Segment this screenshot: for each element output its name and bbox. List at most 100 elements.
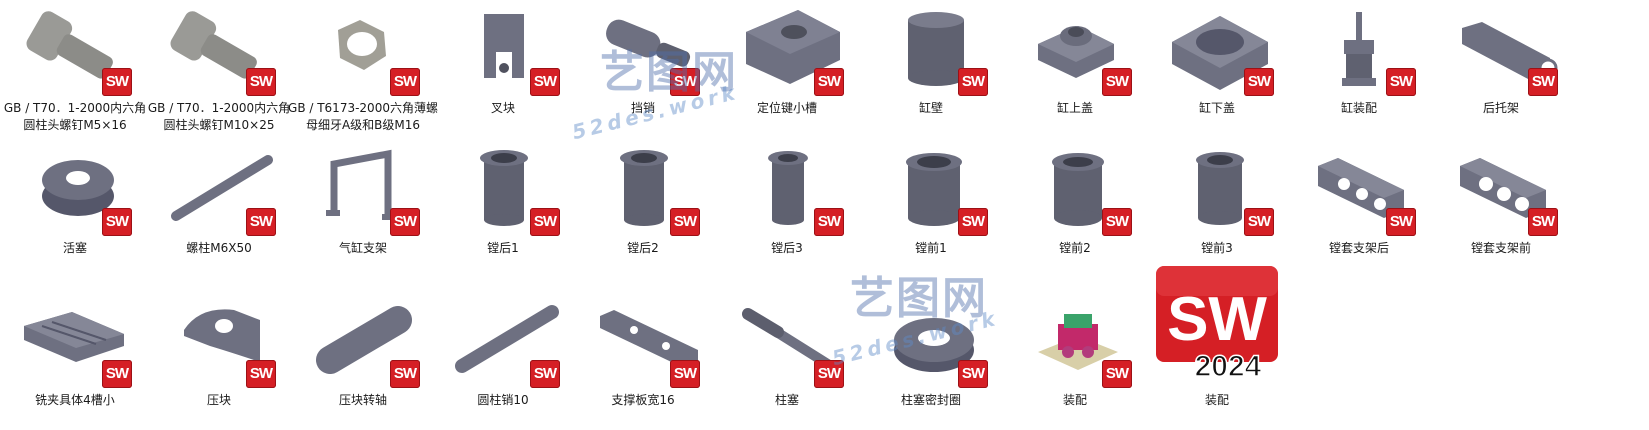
solidworks-badge-icon: SW (246, 68, 276, 96)
solidworks-badge-icon: SW (102, 360, 132, 388)
solidworks-badge-icon: SW (1386, 68, 1416, 96)
solidworks-badge-icon: SW (102, 208, 132, 236)
file-label: 镗后1 (487, 241, 519, 255)
file-item[interactable]: SW 柱塞密封圈 (856, 292, 1006, 422)
solidworks-badge-icon: SW (670, 68, 700, 96)
file-label: GB / T70．1-2000内六角圆柱头螺钉M10×25 (147, 101, 291, 132)
bushing-icon (718, 144, 856, 238)
solidworks-badge-icon: SW (670, 208, 700, 236)
fork-block-icon (434, 4, 572, 98)
file-item[interactable]: SW GB / T70．1-2000内六角圆柱头螺钉M5×16 (0, 0, 150, 132)
file-label: 装配 (1062, 393, 1087, 407)
file-item[interactable]: SW 镗后1 (428, 140, 578, 270)
fixture-body-icon (6, 296, 144, 390)
file-label: 压块 (206, 393, 231, 407)
file-item[interactable]: SW 叉块 (428, 0, 578, 130)
file-item[interactable]: SW GB / T70．1-2000内六角圆柱头螺钉M10×25 (144, 0, 294, 132)
bushing-support-icon (1432, 144, 1570, 238)
file-item[interactable]: SW 镗套支架前 (1426, 140, 1576, 270)
stud-icon (150, 144, 288, 238)
solidworks-badge-icon: SW (814, 208, 844, 236)
solidworks-badge-icon: SW (530, 68, 560, 96)
file-label: 支撑板宽16 (611, 393, 675, 407)
file-label: 叉块 (490, 101, 515, 115)
solidworks-badge-icon: SW (958, 68, 988, 96)
file-label: 圆柱销10 (477, 393, 529, 407)
solidworks-badge-icon: SW (246, 208, 276, 236)
shaft-icon (294, 296, 432, 390)
file-item[interactable]: SW 挡销 (568, 0, 718, 130)
file-label: 后托架 (1482, 101, 1519, 115)
bushing-support-icon (1290, 144, 1428, 238)
solidworks-badge-icon: SW (814, 360, 844, 388)
file-item[interactable]: SW 缸上盖 (1000, 0, 1150, 130)
file-item[interactable]: SW 缸下盖 (1142, 0, 1292, 130)
pressure-block-icon (150, 296, 288, 390)
file-label: 缸装配 (1340, 101, 1377, 115)
solidworks-badge-icon: SW (1244, 208, 1274, 236)
file-label: 定位键小槽 (756, 101, 817, 115)
file-item[interactable]: SW 铣夹具体4槽小 (0, 292, 150, 422)
bushing-icon (862, 144, 1000, 238)
stop-pin-icon (574, 4, 712, 98)
solidworks-badge-icon: SW (1102, 360, 1132, 388)
file-item[interactable]: SW 活塞 (0, 140, 150, 270)
solidworks-badge-icon: SW (1102, 68, 1132, 96)
piston-icon (6, 144, 144, 238)
file-label: 压块转轴 (338, 393, 387, 407)
solidworks-badge-icon: SW (390, 208, 420, 236)
file-item[interactable]: SW 气缸支架 (288, 140, 438, 270)
file-item[interactable]: SW 镗前3 (1142, 140, 1292, 270)
file-item[interactable]: SW 镗前1 (856, 140, 1006, 270)
file-item[interactable]: SW 缸壁 (856, 0, 1006, 130)
solidworks-badge-icon: SW (390, 68, 420, 96)
file-label: GB / T70．1-2000内六角圆柱头螺钉M5×16 (3, 101, 147, 132)
file-label: 缸下盖 (1198, 101, 1235, 115)
plunger-icon (718, 296, 856, 390)
solidworks-badge-icon: SW (1244, 68, 1274, 96)
logo-year: 2024 (1195, 350, 1262, 382)
file-label: 镗套支架后 (1328, 241, 1389, 255)
solidworks-badge-icon: SW (814, 68, 844, 96)
solidworks-badge-icon: SW (958, 208, 988, 236)
cylinder-assembly-icon (1290, 4, 1428, 98)
file-label: 镗前2 (1059, 241, 1091, 255)
file-item[interactable]: SW 压块 (144, 292, 294, 422)
file-item[interactable]: SW 支撑板宽16 (568, 292, 718, 422)
file-item[interactable]: SW 圆柱销10 (428, 292, 578, 422)
file-item[interactable]: SW 镗后2 (568, 140, 718, 270)
file-label: 柱塞密封圈 (900, 393, 961, 407)
file-item[interactable]: SW 压块转轴 (288, 292, 438, 422)
file-label: 镗后3 (771, 241, 803, 255)
file-item[interactable]: SW 螺柱M6X50 (144, 140, 294, 270)
solidworks-badge-icon: SW (102, 68, 132, 96)
key-block-icon (718, 4, 856, 98)
socket-cap-screw-icon (150, 4, 288, 98)
support-plate-icon (574, 296, 712, 390)
logo-letters: SW (1167, 285, 1267, 354)
bushing-icon (434, 144, 572, 238)
bushing-icon (574, 144, 712, 238)
file-item[interactable]: SW 定位键小槽 (712, 0, 862, 130)
file-item[interactable]: SW 柱塞 (712, 292, 862, 422)
file-item[interactable]: SW 后托架 (1426, 0, 1576, 130)
file-label: 镗后2 (627, 241, 659, 255)
solidworks-badge-icon: SW (670, 360, 700, 388)
file-label: GB / T6173-2000六角薄螺母细牙A级和B级M16 (288, 101, 438, 132)
file-item[interactable]: SW 装配 (1000, 292, 1150, 422)
solidworks-badge-icon: SW (1528, 68, 1558, 96)
file-item[interactable]: SW 镗后3 (712, 140, 862, 270)
solidworks-badge-icon: SW (530, 360, 560, 388)
hex-nut-icon (294, 4, 432, 98)
file-item[interactable]: SW 缸装配 (1284, 0, 1434, 130)
file-label: 镗套支架前 (1470, 241, 1531, 255)
file-item[interactable]: SW 镗套支架后 (1284, 140, 1434, 270)
solidworks-badge-icon: SW (958, 360, 988, 388)
file-label: 柱塞 (774, 393, 799, 407)
file-item[interactable]: SW GB / T6173-2000六角薄螺母细牙A级和B级M16 (288, 0, 438, 132)
file-label: 气缸支架 (338, 241, 387, 255)
file-item[interactable]: 装配 (1142, 292, 1292, 422)
pin-icon (434, 296, 572, 390)
file-item[interactable]: SW 镗前2 (1000, 140, 1150, 270)
